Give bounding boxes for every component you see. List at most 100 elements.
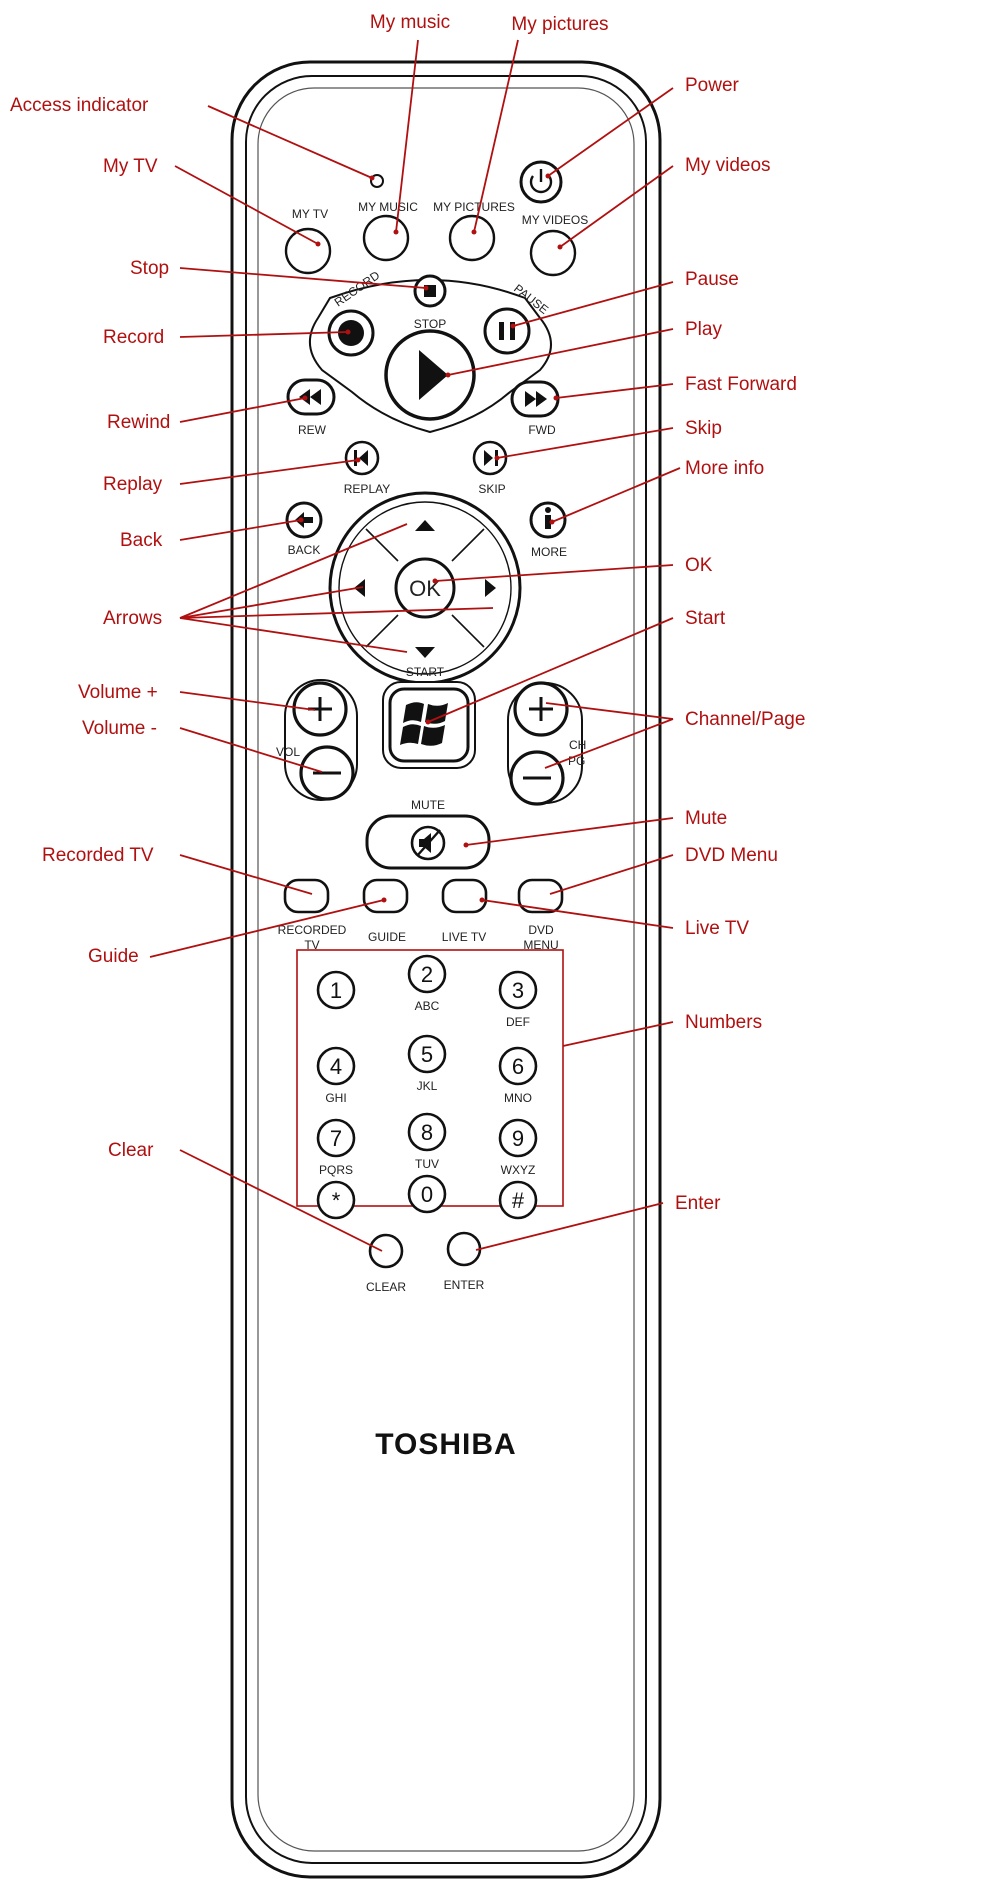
my-music-button[interactable] <box>362 214 410 262</box>
callout-skip: Skip <box>685 418 722 439</box>
callout-start: Start <box>685 608 726 629</box>
leader-channel-down <box>544 718 674 769</box>
callout-channel-page: Channel/Page <box>685 709 805 730</box>
rewind-button[interactable] <box>286 378 336 416</box>
key-digit-label: 9 <box>512 1126 524 1151</box>
callout-my-tv: My TV <box>103 156 158 177</box>
live-tv-button[interactable] <box>441 878 488 914</box>
callout-my-music: My music <box>370 12 450 33</box>
callout-dvd-menu: DVD Menu <box>685 845 778 866</box>
leader-access-indicator <box>207 105 373 179</box>
leader-replay <box>179 459 359 485</box>
more-info-button[interactable] <box>529 501 567 539</box>
key-hash-button[interactable]: # <box>498 1180 538 1220</box>
guide-button[interactable] <box>362 878 409 914</box>
channel-down-button[interactable] <box>509 750 565 806</box>
replay-label: REPLAY <box>344 482 390 496</box>
power-button[interactable] <box>519 160 563 204</box>
leader-volume-plus <box>179 691 316 711</box>
leader-guide <box>149 899 385 958</box>
callout-recorded-tv: Recorded TV <box>42 845 154 866</box>
ok-button[interactable]: OK <box>394 557 456 619</box>
recorded-tv-button[interactable] <box>283 878 330 914</box>
leader-play <box>447 328 674 376</box>
dvd-menu-button[interactable] <box>517 878 564 914</box>
leader-arrows-left <box>179 586 364 619</box>
leader-power <box>547 87 674 177</box>
leader-ok <box>434 564 674 582</box>
key-6-button[interactable]: 6 <box>498 1046 538 1086</box>
key-digit-label: 7 <box>330 1126 342 1151</box>
key-5-button[interactable]: 5 <box>407 1034 447 1074</box>
callout-fast-forward: Fast Forward <box>685 374 797 395</box>
leader-my-music <box>395 39 419 233</box>
clear-label: CLEAR <box>366 1280 406 1294</box>
key-3-button[interactable]: 3 <box>498 970 538 1010</box>
power-icon <box>529 169 553 194</box>
mute-button[interactable] <box>365 814 491 870</box>
skip-label: SKIP <box>478 482 505 496</box>
channel-up-button[interactable] <box>513 681 569 737</box>
leader-channel-up <box>545 702 674 720</box>
clear-button[interactable] <box>368 1233 404 1269</box>
back-button[interactable] <box>285 501 323 539</box>
replay-icon <box>354 450 368 466</box>
key-1-button[interactable]: 1 <box>316 970 356 1010</box>
key-digit-label: 2 <box>421 962 433 987</box>
back-label: BACK <box>288 543 321 557</box>
fast-forward-button[interactable] <box>510 380 560 418</box>
callout-more-info: More info <box>685 458 764 479</box>
leader-dvd-menu <box>549 854 674 895</box>
callout-back: Back <box>120 530 163 551</box>
callout-replay: Replay <box>103 474 163 495</box>
start-label: START <box>406 665 445 679</box>
key-digit-label: # <box>512 1188 525 1213</box>
key-2-button[interactable]: 2 <box>407 954 447 994</box>
key-letters-label: ABC <box>415 999 440 1013</box>
dvd-menu-label-1: DVD <box>528 923 554 937</box>
leader-back <box>179 519 302 541</box>
key-9-button[interactable]: 9 <box>498 1118 538 1158</box>
key-letters-label: MNO <box>504 1091 532 1105</box>
info-icon <box>545 507 551 529</box>
arrow-right-icon[interactable] <box>485 579 496 597</box>
record-icon <box>338 320 364 346</box>
callout-pause: Pause <box>685 269 739 290</box>
leader-enter <box>475 1202 664 1251</box>
replay-button[interactable] <box>344 440 380 476</box>
key-4-button[interactable]: 4 <box>316 1046 356 1086</box>
leader-arrows-up <box>179 523 408 619</box>
callout-mute: Mute <box>685 808 727 829</box>
vol-label: VOL <box>276 745 300 759</box>
start-button[interactable] <box>382 681 476 769</box>
stop-button[interactable] <box>413 274 447 308</box>
callout-guide: Guide <box>88 946 139 967</box>
mute-icon <box>410 825 446 861</box>
pause-button[interactable] <box>483 307 531 355</box>
rew-label: REW <box>298 423 327 437</box>
recorded-tv-label-2: TV <box>304 938 319 952</box>
key-7-button[interactable]: 7 <box>316 1118 356 1158</box>
enter-button[interactable] <box>446 1231 482 1267</box>
key-digit-label: 0 <box>421 1182 433 1207</box>
guide-label: GUIDE <box>368 930 406 944</box>
key-0-button[interactable]: 0 <box>407 1174 447 1214</box>
my-videos-label: MY VIDEOS <box>522 213 588 227</box>
volume-up-button[interactable] <box>292 681 348 737</box>
my-pictures-button[interactable] <box>448 214 496 262</box>
play-button[interactable] <box>384 329 476 421</box>
my-tv-button[interactable] <box>284 227 332 275</box>
fast-forward-icon <box>525 391 547 407</box>
recorded-tv-label-1: RECORDED <box>278 923 347 937</box>
leader-my-tv <box>174 165 319 245</box>
key-8-button[interactable]: 8 <box>407 1112 447 1152</box>
my-videos-button[interactable] <box>529 229 577 277</box>
leader-volume-minus <box>179 727 323 773</box>
key-star-button[interactable]: * <box>316 1180 356 1220</box>
leader-start <box>427 617 674 723</box>
record-button[interactable] <box>327 309 375 357</box>
volume-down-button[interactable] <box>299 745 355 801</box>
arrow-down-icon[interactable] <box>415 647 435 658</box>
arrow-up-icon[interactable] <box>415 520 435 531</box>
